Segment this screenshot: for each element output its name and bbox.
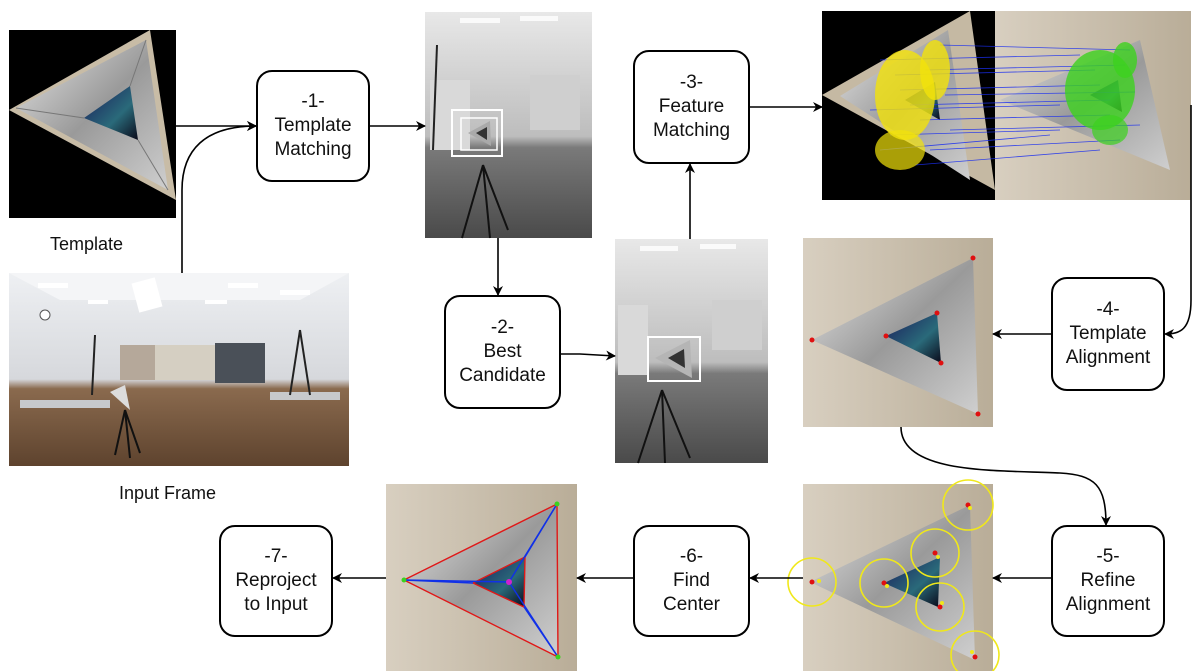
- step-2-best-candidate: -2- Best Candidate: [444, 295, 561, 409]
- step-number: -4-: [1096, 298, 1120, 320]
- step-label-line2: Matching: [652, 120, 731, 142]
- caption-input-frame: Input Frame: [119, 483, 217, 503]
- corner-markers: [809, 255, 981, 417]
- flow-arrows: [176, 102, 1192, 583]
- keypoints-left: [875, 40, 950, 170]
- keypoints-right: [1065, 42, 1137, 145]
- step-number: -3-: [679, 71, 704, 93]
- step-number: -7-: [264, 545, 288, 567]
- center-lines-red: [402, 502, 559, 659]
- step-number: -2-: [490, 316, 515, 338]
- template-image: [9, 30, 176, 218]
- step-label-line2: to Input: [244, 594, 308, 616]
- center-point: [506, 579, 512, 585]
- step-label-line2: Alignment: [1065, 594, 1151, 616]
- refine-alignment-result-image: [787, 479, 1000, 671]
- step-3-feature-matching: -3- Feature Matching: [633, 50, 750, 164]
- arrow-input-to-step1: [181, 121, 257, 273]
- arrow-features-to-step4: [1164, 105, 1192, 339]
- step-4-template-alignment: -4- Template Alignment: [1051, 277, 1165, 391]
- step-label-line1: Template: [1069, 322, 1147, 344]
- step-label-line2: Matching: [274, 139, 352, 161]
- step-label-line1: Reproject: [235, 569, 317, 591]
- step-label-line1: Best: [483, 340, 522, 362]
- refine-search-circles: [787, 479, 1000, 671]
- step-6-find-center: -6- Find Center: [633, 525, 750, 637]
- step-label-line2: Candidate: [459, 365, 546, 387]
- step-label-line1: Feature: [658, 95, 725, 117]
- step-number: -1-: [301, 90, 325, 112]
- step-label-line1: Refine: [1080, 569, 1136, 591]
- center-lines-blue: [403, 503, 559, 658]
- step-label-line1: Find: [673, 569, 710, 591]
- caption-template: Template: [50, 234, 124, 254]
- input-frame-image: [9, 273, 349, 466]
- step-label-line2: Alignment: [1065, 347, 1151, 369]
- step-5-refine-alignment: -5- Refine Alignment: [1051, 525, 1165, 637]
- template-alignment-result-image: [803, 238, 993, 427]
- step-label-line2: Center: [662, 594, 721, 616]
- arrow-alignment-to-step5: [900, 426, 1111, 526]
- step-7-reproject-to-input: -7- Reproject to Input: [219, 525, 333, 637]
- feature-matching-result-image: [822, 11, 1191, 200]
- best-candidate-result-image: [615, 239, 768, 464]
- step-number: -5-: [1096, 545, 1120, 567]
- template-matching-result-image: [425, 12, 592, 239]
- step-label-line1: Template: [274, 114, 352, 136]
- find-center-result-image: [386, 484, 577, 671]
- arrow-step2-to-result: [561, 350, 616, 361]
- step-number: -6-: [679, 545, 704, 567]
- step-1-template-matching: -1- Template Matching: [256, 70, 370, 182]
